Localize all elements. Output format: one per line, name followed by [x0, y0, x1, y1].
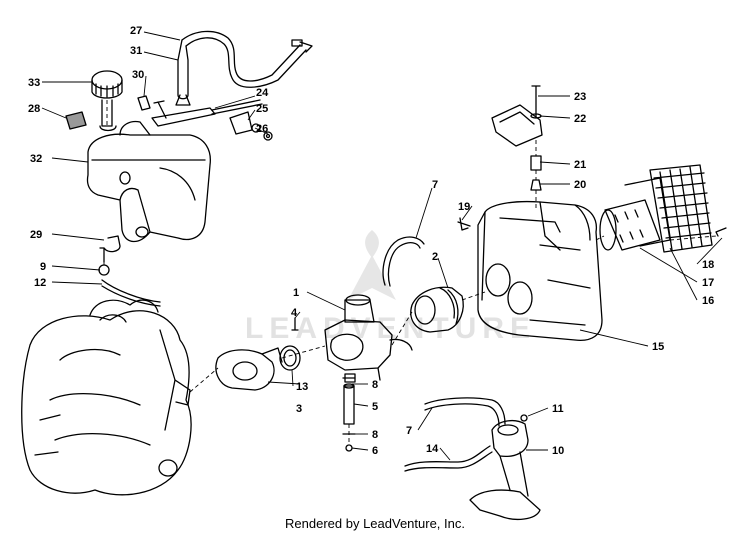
- callout-1: 1: [293, 287, 299, 299]
- fuel-pump: [469, 414, 541, 521]
- footer-credit: Rendered by LeadVenture, Inc.: [285, 516, 465, 531]
- carburetor: [324, 294, 413, 383]
- oil-tank: [86, 120, 211, 243]
- callout-23: 23: [574, 91, 586, 103]
- callout-24: 24: [256, 87, 269, 99]
- silencer-bracket: [491, 85, 543, 191]
- callout-15: 15: [652, 341, 664, 353]
- callout-16: 16: [702, 295, 714, 307]
- callout-32: 32: [30, 153, 42, 165]
- callout-11: 11: [552, 403, 564, 415]
- mount-bracket: [151, 99, 273, 141]
- callout-29: 29: [30, 229, 42, 241]
- vent-line-upper: [382, 236, 425, 287]
- callout-30: 30: [132, 69, 144, 81]
- plunger: [291, 317, 299, 331]
- fitting-30: [137, 95, 151, 111]
- intake-manifold: [215, 347, 283, 391]
- callout-28: 28: [28, 103, 40, 115]
- vent-hose: [175, 30, 313, 106]
- callout-7a: 7: [432, 179, 438, 191]
- callout-10: 10: [552, 445, 564, 457]
- watermark-text: LEADVENTURE: [245, 312, 536, 345]
- callout-26: 26: [256, 123, 268, 135]
- callout-31: 31: [130, 45, 142, 57]
- callout-20: 20: [574, 179, 586, 191]
- callout-21: 21: [574, 159, 586, 171]
- callout-5: 5: [372, 401, 378, 413]
- callout-8a: 8: [372, 379, 378, 391]
- callout-17: 17: [702, 277, 714, 289]
- callout-12: 12: [34, 277, 46, 289]
- callout-8b: 8: [372, 429, 378, 441]
- callout-7b: 7: [406, 425, 412, 437]
- callout-6: 6: [372, 445, 378, 457]
- pulse-line: [424, 397, 506, 427]
- callout-leaders: [41, 31, 723, 461]
- intake-screen: [649, 164, 713, 253]
- screw-18: [715, 227, 727, 237]
- intake-boot: [410, 286, 464, 333]
- hose-clamp-9: [98, 264, 110, 276]
- callout-22: 22: [574, 113, 586, 125]
- callout-14: 14: [426, 443, 439, 455]
- callout-9: 9: [40, 261, 46, 273]
- callout-labels: 27 31 30 33 28 24 25 26 32 29 9 12 1 4 3…: [28, 25, 714, 457]
- callout-13: 13: [296, 381, 308, 393]
- leader-lines: [103, 100, 717, 445]
- fuel-line: [101, 279, 161, 307]
- screw-19: [457, 217, 471, 231]
- air-silencer: [477, 200, 603, 341]
- fuel-line-14: [404, 445, 493, 472]
- o-ring-inner: [283, 349, 297, 367]
- callout-19: 19: [458, 201, 470, 213]
- o-ring: [279, 345, 301, 371]
- callout-27: 27: [130, 25, 142, 37]
- callout-18: 18: [702, 259, 714, 271]
- tank-cap: [91, 70, 123, 132]
- callout-33: 33: [28, 77, 40, 89]
- callout-2: 2: [432, 251, 438, 263]
- callout-4: 4: [291, 307, 298, 319]
- callout-3: 3: [296, 403, 302, 415]
- callout-25: 25: [256, 103, 268, 115]
- engine-block: [21, 299, 192, 496]
- grommet: [65, 111, 87, 130]
- intake-tube: [599, 177, 671, 251]
